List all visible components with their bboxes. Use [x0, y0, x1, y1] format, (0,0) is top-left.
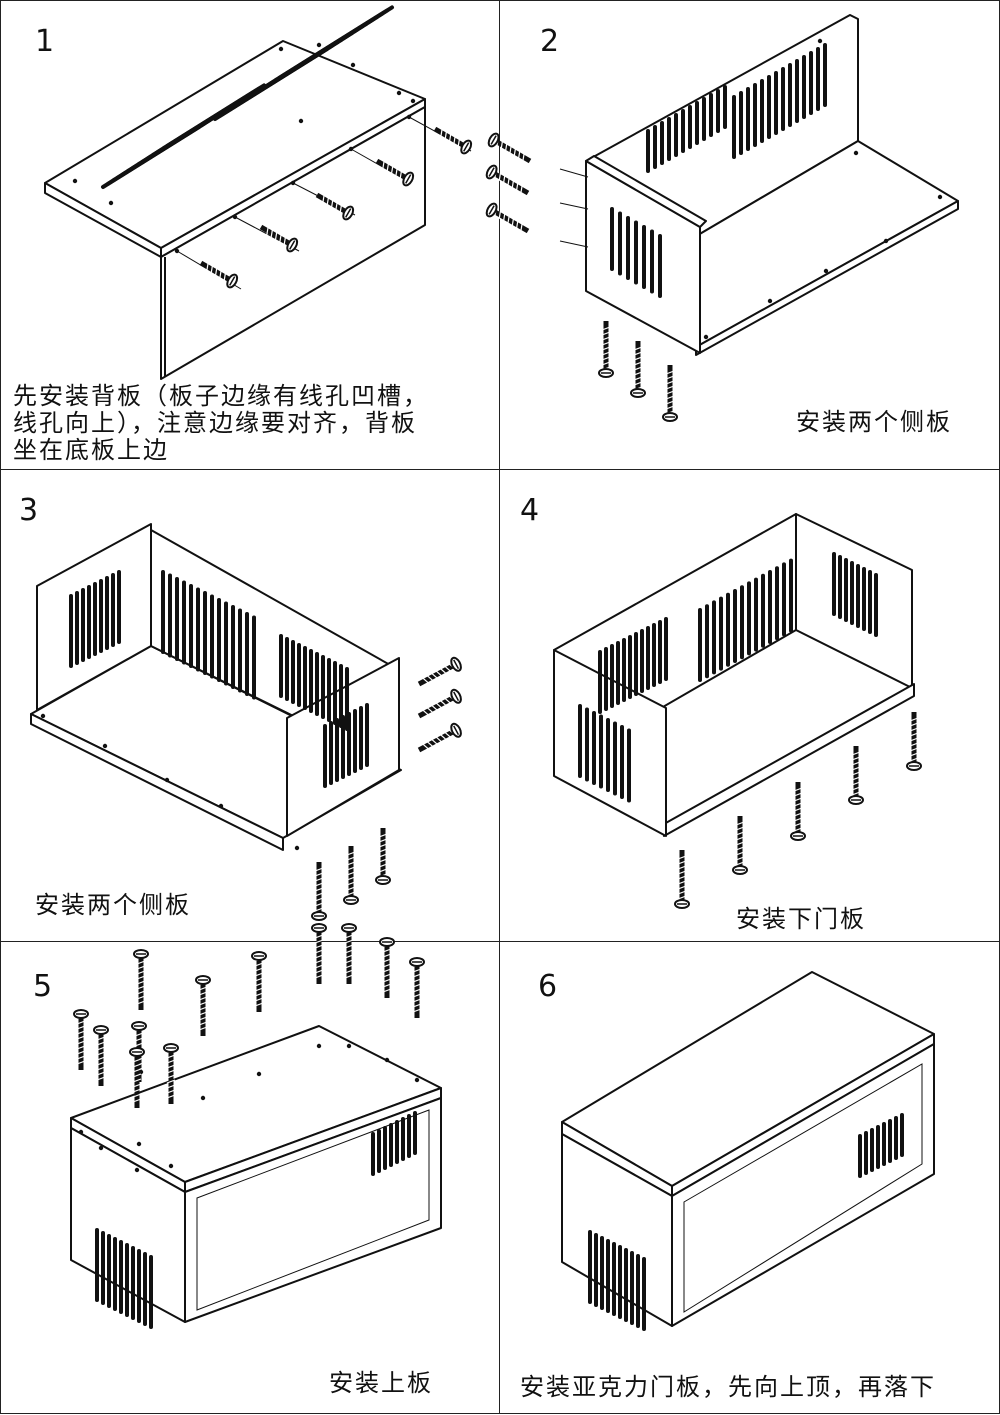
screw-icon	[906, 712, 922, 771]
step-6-illustration	[561, 971, 935, 1331]
step-1-caption-line: 坐在底板上边	[13, 435, 169, 464]
screw-icon	[375, 828, 391, 885]
screw-icon	[417, 656, 462, 687]
screw-icon	[598, 321, 614, 378]
screw-icon	[73, 1009, 89, 1070]
step-4-illustration	[553, 513, 922, 909]
screw-icon	[790, 782, 806, 841]
step-4-number: 4	[520, 493, 540, 528]
screw-icon	[315, 192, 355, 221]
screw-icon	[311, 923, 327, 984]
screw-icon	[379, 937, 395, 998]
step-3-caption: 安装两个侧板	[35, 891, 191, 919]
step-2-number: 2	[540, 24, 560, 59]
step-5-panel: 5 安装上板	[0, 923, 501, 1414]
step-5-illustration	[70, 923, 442, 1329]
screw-icon	[732, 816, 748, 875]
step-1-caption-line: 先安装背板（板子边缘有线孔凹槽，	[13, 382, 429, 410]
step-3-number: 3	[19, 493, 39, 528]
step-6-number: 6	[538, 969, 558, 1004]
screw-icon	[93, 1025, 109, 1086]
step-1-illustration	[44, 5, 473, 380]
screw-icon	[129, 1047, 145, 1108]
screw-icon	[343, 846, 359, 905]
step-5-caption: 安装上板	[329, 1369, 433, 1397]
screw-icon	[375, 158, 415, 187]
step-4-caption: 安装下门板	[736, 905, 866, 933]
screw-icon	[674, 850, 690, 909]
screw-icon	[662, 365, 678, 422]
screw-icon	[417, 722, 462, 753]
screw-icon	[311, 862, 327, 921]
step-1-caption-line: 线孔向上），注意边缘要对齐，背板	[13, 408, 417, 437]
screw-icon	[485, 202, 530, 234]
screw-icon	[485, 164, 530, 196]
step-3-panel: 3 安装两个侧板	[0, 469, 501, 943]
step-1-number: 1	[35, 24, 55, 59]
screw-icon	[259, 224, 299, 253]
step-1-panel: 1 先安装背板（板子边缘有线孔凹槽， 线孔向上），注意边缘要对齐，背板 坐在底板…	[0, 0, 501, 471]
step-4-panel: 4 安装下门板	[499, 469, 1000, 943]
screw-icon	[133, 949, 149, 1010]
screw-icon	[630, 341, 646, 398]
screw-icon	[848, 746, 864, 805]
screw-icon	[199, 260, 239, 289]
screw-icon	[195, 975, 211, 1036]
screw-icon	[433, 126, 473, 155]
step-1-caption: 先安装背板（板子边缘有线孔凹槽， 线孔向上），注意边缘要对齐，背板 坐在底板上边	[13, 383, 429, 464]
screw-icon	[251, 951, 267, 1012]
step-5-number: 5	[33, 969, 53, 1004]
step-2-panel: 2 安装两个侧板	[485, 0, 1000, 471]
step-2-illustration	[485, 14, 959, 422]
screw-icon	[417, 688, 462, 719]
step-2-caption: 安装两个侧板	[796, 408, 952, 436]
step-3-illustration	[30, 523, 462, 921]
screw-icon	[487, 132, 532, 164]
step-6-caption: 安装亚克力门板，先向上顶，再落下	[520, 1373, 936, 1401]
step-6-panel: 6 安装亚克力门板，先向上顶，再落下	[499, 941, 1000, 1414]
screw-icon	[163, 1043, 179, 1104]
screw-icon	[409, 957, 425, 1018]
screw-icon	[341, 923, 357, 984]
